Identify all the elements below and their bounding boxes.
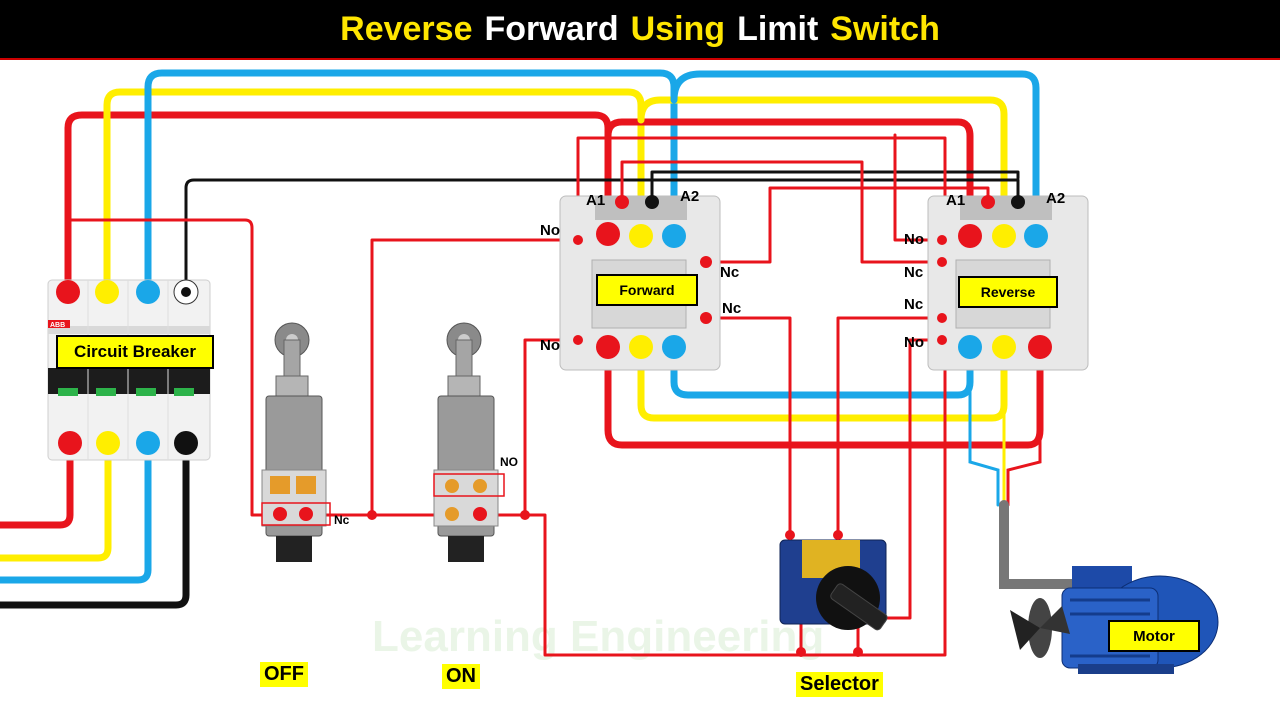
wire-blue-to-reverse (670, 70, 1040, 240)
title-word-2: Forward (484, 9, 619, 48)
forward-terminal-nc-top: Nc (720, 264, 740, 281)
breaker-terminal-out-yellow (96, 431, 120, 455)
wire-red-to-reverse (604, 118, 974, 240)
wire-yellow-main (103, 88, 645, 294)
reverse-terminal-a1: A1 (946, 192, 966, 209)
reverse-terminal-a2: A2 (1046, 190, 1066, 207)
limit-switch-on (433, 322, 505, 562)
reverse-terminal-no-bottom: No (904, 334, 924, 351)
wire-black-supply (0, 441, 190, 609)
wire-blue-supply (0, 441, 152, 584)
reverse-terminal-no-top: No (904, 231, 924, 248)
title-underline (0, 58, 1280, 60)
forward-terminal-a2: A2 (680, 188, 700, 205)
circuit-breaker (47, 279, 211, 461)
breaker-terminal-in-blue (136, 280, 160, 304)
breaker-brand: ABB (50, 322, 66, 329)
on-label: ON (442, 664, 480, 689)
motor-label: Motor (1108, 620, 1200, 652)
title-bar: Reverse Forward Using Limit Switch (0, 0, 1280, 58)
forward-contactor-label: Forward (596, 274, 698, 306)
title-word-4: Limit (737, 9, 819, 48)
title-word-1: Reverse (340, 9, 473, 48)
limit-switch-off (261, 322, 331, 562)
wire-yellow-to-reverse (637, 96, 1008, 240)
off-label: OFF (260, 662, 308, 687)
breaker-terminal-in-yellow (95, 280, 119, 304)
forward-terminal-no-bottom: No (540, 337, 560, 354)
title-word-3: Using (630, 9, 726, 48)
wire-blue-main (144, 69, 678, 294)
limit-on-contact-label: NO (500, 455, 518, 469)
title-word-5: Switch (830, 9, 940, 48)
selector-switch (779, 530, 888, 631)
circuit-breaker-label: Circuit Breaker (56, 335, 214, 369)
breaker-terminal-in-red (56, 280, 80, 304)
reverse-contactor-label: Reverse (958, 276, 1058, 308)
limit-off-contact-label: Nc (334, 513, 350, 527)
wire-black-neutral (184, 178, 1020, 294)
forward-terminal-a1: A1 (586, 192, 606, 209)
wire-yellow-supply (0, 441, 112, 562)
breaker-terminal-out-blue (136, 431, 160, 455)
selector-label: Selector (796, 672, 883, 697)
reverse-terminal-nc-bottom: Nc (904, 296, 924, 313)
breaker-terminal-out-black (174, 431, 198, 455)
forward-terminal-nc-bottom: Nc (722, 300, 742, 317)
wire-red-main (64, 111, 612, 294)
reverse-terminal-nc-top: Nc (904, 264, 924, 281)
wire-junctions (367, 510, 863, 657)
watermark: Learning Engineering (372, 612, 825, 661)
wire-red-supply (0, 441, 74, 529)
forward-terminal-no-top: No (540, 222, 560, 239)
breaker-terminal-out-red (58, 431, 82, 455)
